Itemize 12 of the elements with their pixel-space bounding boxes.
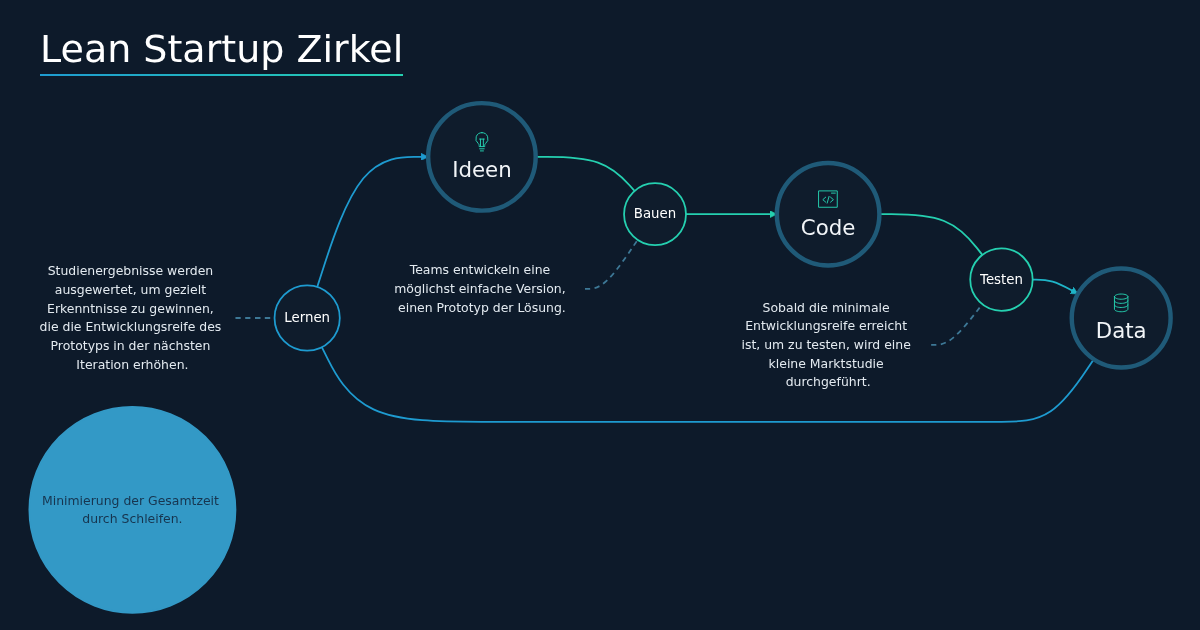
connector bbox=[320, 346, 1095, 423]
node-circle: Testen bbox=[969, 247, 1034, 312]
node-circle: Lernen bbox=[273, 284, 341, 352]
connector bbox=[584, 238, 639, 290]
node-circle: Data bbox=[1069, 266, 1173, 370]
node-text: Teams entwickeln eine möglichst einfache Version, einen Prototyp der Lösung. bbox=[394, 262, 566, 315]
node-circle: Minimierung der Gesamtzeit durch Schleifen. bbox=[28, 405, 237, 614]
node-circle: Ideen bbox=[425, 100, 538, 213]
node-circle: Code bbox=[774, 160, 882, 268]
node-circle: Bauen bbox=[623, 182, 687, 247]
node-text: Sobald die minimale Entwicklungsreife erreicht ist, um zu testen, wird eine kleine Marktstudie durchgeführt. bbox=[741, 300, 911, 389]
node-text: Studienergebnisse werden ausgewertet, um gezielt Erkenntnisse zu gewinnen, die die Entwicklungsreife des Prototyps in der nächsten Iteration erhöhen. bbox=[39, 263, 222, 372]
